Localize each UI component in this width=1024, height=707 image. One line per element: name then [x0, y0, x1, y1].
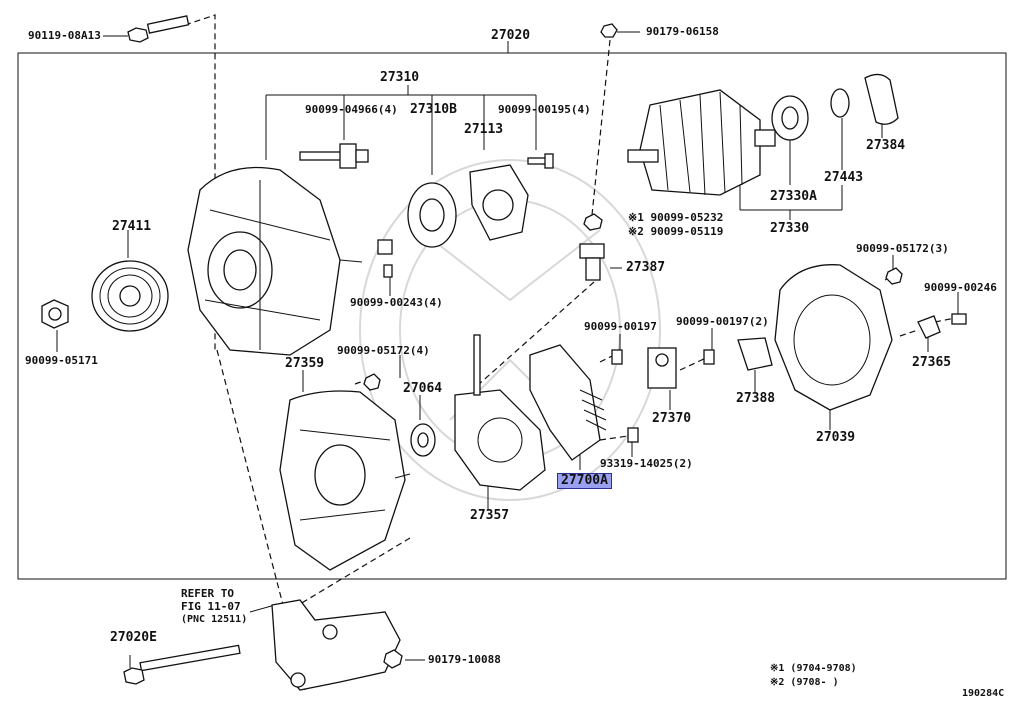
- label-27330[interactable]: 27330: [770, 221, 810, 236]
- drive-end-frame-part: [187, 166, 363, 356]
- label-90099-05232[interactable]: ※1 90099-05232: [628, 211, 724, 224]
- small-screw-part: [383, 264, 393, 278]
- refer-line-2: FIG 11-07: [181, 600, 241, 613]
- label-90099-05172-4[interactable]: 90099-05172(4): [337, 344, 430, 357]
- label-27370[interactable]: 27370: [652, 411, 692, 426]
- label-90099-05171[interactable]: 90099-05171: [25, 354, 98, 367]
- terminal-bolt-part: [299, 143, 369, 169]
- screw-part-icon: [527, 153, 554, 169]
- label-27365[interactable]: 27365: [912, 355, 952, 370]
- bolt-part-icon: [127, 15, 190, 43]
- label-90099-00197-2[interactable]: 90099-00197(2): [676, 315, 769, 328]
- label-27700A-highlighted[interactable]: 27700A: [557, 473, 612, 489]
- note-1: ※1 (9704-9708): [770, 663, 857, 674]
- label-90099-05119[interactable]: ※2 90099-05119: [628, 225, 724, 238]
- plate-terminal-part: [917, 315, 941, 339]
- terminal-nut-part: [583, 213, 603, 231]
- regulator-screw-part: [611, 349, 623, 365]
- terminal-insulator-part: [737, 337, 773, 371]
- label-90179-10088[interactable]: 90179-10088: [428, 653, 501, 666]
- rear-bearing-part: [771, 95, 809, 141]
- refer-line-1: REFER TO: [181, 587, 234, 600]
- label-27020[interactable]: 27020: [491, 28, 531, 43]
- label-90179-06158[interactable]: 90179-06158: [646, 25, 719, 38]
- ring-part: [830, 88, 850, 118]
- label-90099-00246[interactable]: 90099-00246: [924, 281, 997, 294]
- label-27411[interactable]: 27411: [112, 219, 152, 234]
- label-27113[interactable]: 27113: [464, 122, 504, 137]
- label-90099-00243[interactable]: 90099-00243(4): [350, 296, 443, 309]
- label-27359[interactable]: 27359: [285, 356, 325, 371]
- label-27039[interactable]: 27039: [816, 430, 856, 445]
- washer-part: [410, 423, 436, 457]
- label-93319-14025[interactable]: 93319-14025(2): [600, 457, 693, 470]
- retainer-plate-part: [469, 164, 529, 241]
- pulley-part: [91, 260, 169, 332]
- figure-code: 190284C: [962, 688, 1005, 699]
- assembly-frame: [17, 52, 1007, 580]
- label-27443[interactable]: 27443: [824, 170, 864, 185]
- refer-line-3: (PNC 12511): [181, 614, 248, 625]
- label-27020E[interactable]: 27020E: [110, 630, 157, 645]
- rotor-part: [627, 89, 776, 196]
- cover-bolt-part: [951, 313, 967, 325]
- long-bolt-part: [123, 644, 241, 685]
- label-27330A[interactable]: 27330A: [770, 189, 817, 204]
- regulator-screw-2-part: [627, 427, 639, 443]
- note-2: ※2 (9708- ): [770, 677, 839, 688]
- label-90099-04966[interactable]: 90099-04966(4): [305, 103, 398, 116]
- pulley-nut-part: [41, 299, 69, 329]
- brush-holder-part: [647, 347, 677, 389]
- label-90119-08A13[interactable]: 90119-08A13: [28, 29, 101, 42]
- label-27387[interactable]: 27387: [626, 260, 666, 275]
- label-90099-00197[interactable]: 90099-00197: [584, 320, 657, 333]
- clip-part: [377, 239, 393, 255]
- brush-screw-part: [703, 349, 715, 365]
- bearing-27310B: [407, 182, 457, 248]
- cover-nut-part: [885, 267, 903, 285]
- label-27064[interactable]: 27064: [403, 381, 443, 396]
- bracket-nut-part: [383, 649, 403, 669]
- label-90099-00195[interactable]: 90099-00195(4): [498, 103, 591, 116]
- label-27310[interactable]: 27310: [380, 70, 420, 85]
- regulator-part: [529, 344, 607, 461]
- end-frame-nut-part: [363, 373, 381, 391]
- rear-cover-part: [774, 264, 893, 411]
- label-27384[interactable]: 27384: [866, 138, 906, 153]
- nut-part-icon: [600, 23, 618, 38]
- label-90099-05172-3[interactable]: 90099-05172(3): [856, 242, 949, 255]
- rectifier-end-frame-part: [279, 390, 411, 571]
- leader-lines: [56, 31, 959, 668]
- insulator-part: [579, 243, 605, 281]
- cover-plate-part: [864, 73, 899, 125]
- adjusting-bracket-part: [271, 599, 401, 691]
- label-27388[interactable]: 27388: [736, 391, 776, 406]
- label-27357[interactable]: 27357: [470, 508, 510, 523]
- label-27310B[interactable]: 27310B: [410, 102, 457, 117]
- rectifier-part: [454, 334, 546, 491]
